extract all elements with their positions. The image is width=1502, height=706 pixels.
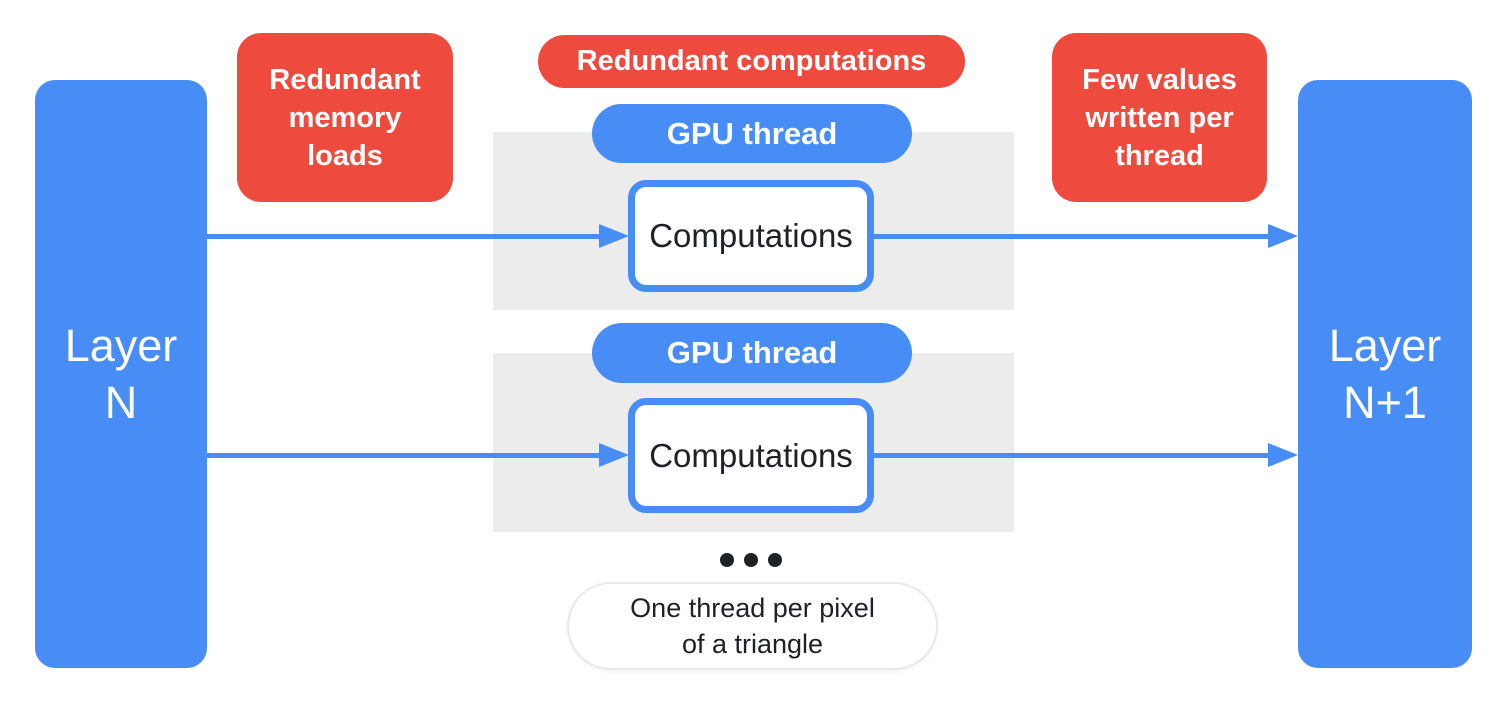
layer-n-node: Layer N bbox=[35, 80, 207, 668]
callout-redundant-memory-loads: Redundant memory loads bbox=[237, 33, 453, 202]
computations-box-2: Computations bbox=[628, 398, 874, 513]
gpu-thread-pill-1: GPU thread bbox=[592, 104, 912, 163]
ellipsis-dot bbox=[768, 553, 782, 567]
arrow-line-layern-to-computations-2 bbox=[207, 453, 600, 458]
arrowhead-into-computations-1 bbox=[599, 224, 629, 248]
ellipsis-dots bbox=[720, 553, 782, 567]
callout-few-values-written-per-thread: Few values written per thread bbox=[1052, 33, 1267, 202]
arrowhead-into-layer-n-plus-1-bottom bbox=[1268, 443, 1298, 467]
arrowhead-into-layer-n-plus-1-top bbox=[1268, 224, 1298, 248]
arrowhead-into-computations-2 bbox=[599, 443, 629, 467]
arrow-line-computations-2-to-layern1 bbox=[874, 453, 1270, 458]
gpu-thread-pill-2: GPU thread bbox=[592, 323, 912, 383]
note-one-thread-per-pixel: One thread per pixel of a triangle bbox=[567, 582, 938, 670]
arrow-line-computations-1-to-layern1 bbox=[874, 234, 1270, 239]
computations-box-1: Computations bbox=[628, 180, 874, 292]
ellipsis-dot bbox=[744, 553, 758, 567]
ellipsis-dot bbox=[720, 553, 734, 567]
arrow-line-layern-to-computations-1 bbox=[207, 234, 600, 239]
callout-redundant-computations: Redundant computations bbox=[538, 35, 965, 88]
layer-n-plus-1-node: Layer N+1 bbox=[1298, 80, 1472, 668]
